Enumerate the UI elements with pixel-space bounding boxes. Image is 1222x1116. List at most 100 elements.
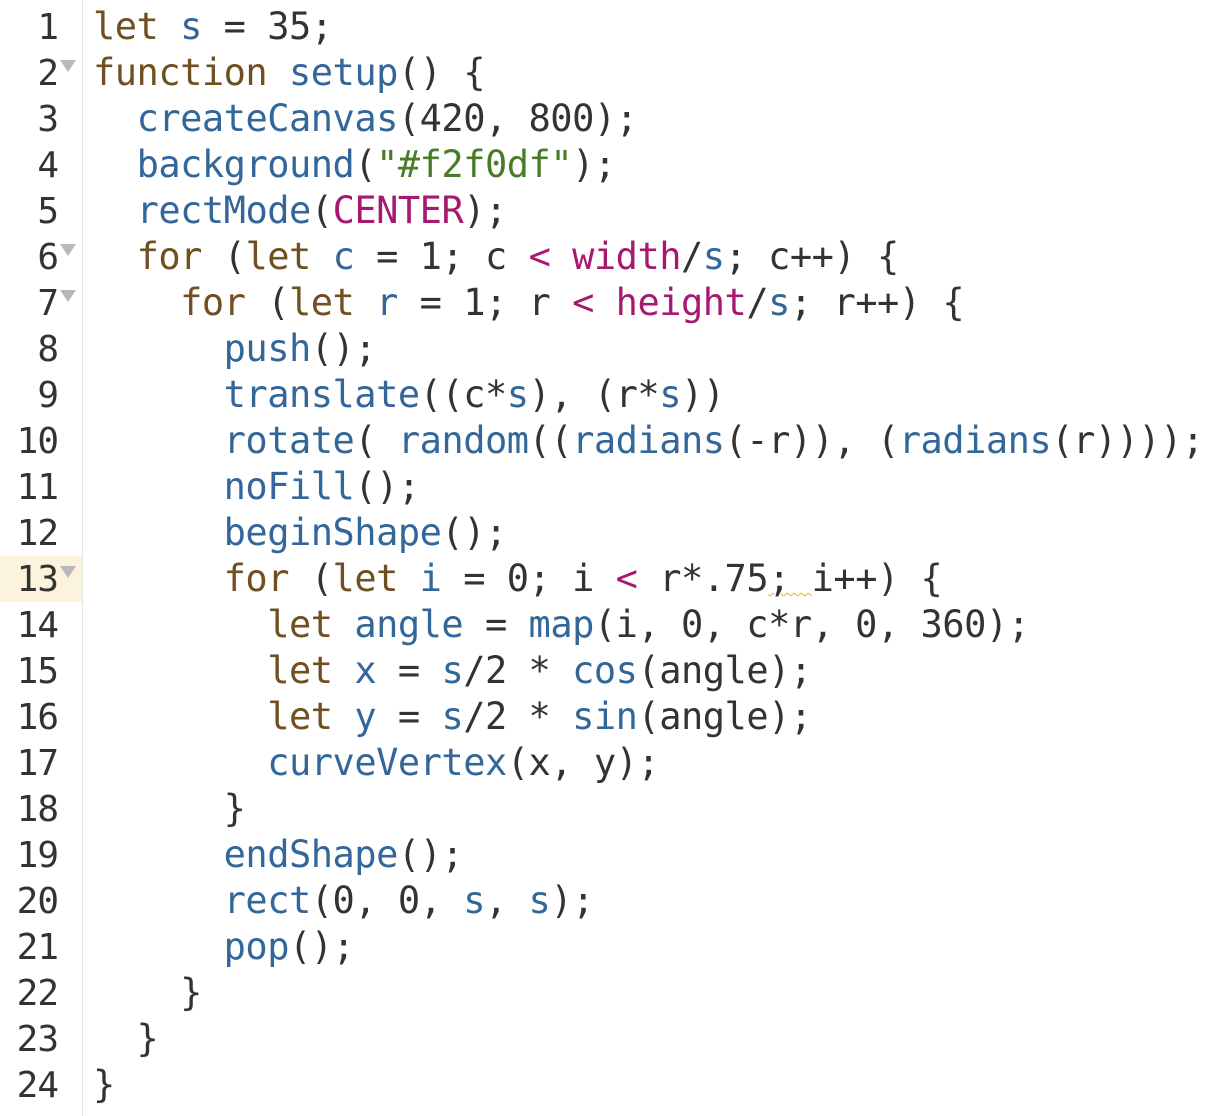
- code-line[interactable]: 3 createCanvas(420, 800);: [0, 96, 1222, 142]
- line-number: 18: [16, 789, 59, 830]
- code-line[interactable]: 21 pop();: [0, 924, 1222, 970]
- code-text[interactable]: for (let i = 0; i < r*.75; i++) {: [93, 556, 943, 602]
- line-number-cell: 16: [0, 694, 82, 740]
- code-token: noFill: [223, 465, 355, 508]
- code-token: /2 *: [463, 695, 573, 738]
- code-token: s: [463, 879, 485, 922]
- code-token: (: [245, 281, 289, 324]
- code-token: translate: [223, 373, 420, 416]
- code-text[interactable]: let y = s/2 * sin(angle);: [93, 694, 812, 740]
- code-line[interactable]: 6 for (let c = 1; c < width/s; c++) {: [0, 234, 1222, 280]
- code-text[interactable]: rect(0, 0, s, s);: [93, 878, 595, 924]
- code-line[interactable]: 22 }: [0, 970, 1222, 1016]
- code-token: let: [245, 235, 311, 278]
- code-text[interactable]: }: [93, 1062, 115, 1108]
- line-number: 1: [37, 7, 59, 48]
- code-token: width: [572, 235, 682, 278]
- code-token: map: [528, 603, 595, 646]
- line-number: 14: [16, 605, 59, 646]
- code-line[interactable]: 9 translate((c*s), (r*s)): [0, 372, 1222, 418]
- line-number: 21: [16, 927, 59, 968]
- line-number-cell: 20: [0, 878, 82, 924]
- code-token: ;: [768, 557, 812, 600]
- code-token: [93, 235, 137, 278]
- code-text[interactable]: noFill();: [93, 464, 420, 510]
- code-line[interactable]: 20 rect(0, 0, s, s);: [0, 878, 1222, 924]
- code-text[interactable]: let x = s/2 * cos(angle);: [93, 648, 812, 694]
- code-token: ((: [528, 419, 573, 462]
- code-token: [93, 511, 224, 554]
- code-line[interactable]: 10 rotate( random((radians(-r)), (radian…: [0, 418, 1222, 464]
- code-text[interactable]: function setup() {: [93, 50, 486, 96]
- code-line[interactable]: 18 }: [0, 786, 1222, 832]
- code-token: rotate: [223, 419, 355, 462]
- code-line[interactable]: 15 let x = s/2 * cos(angle);: [0, 648, 1222, 694]
- line-number: 13: [16, 559, 59, 600]
- fold-toggle-icon[interactable]: [60, 60, 76, 72]
- code-text[interactable]: for (let c = 1; c < width/s; c++) {: [93, 234, 900, 280]
- code-text[interactable]: }: [93, 786, 246, 832]
- code-token: (angle);: [637, 695, 812, 738]
- code-line[interactable]: 1 let s = 35;: [0, 4, 1222, 50]
- line-number: 20: [16, 881, 59, 922]
- code-text[interactable]: background("#f2f0df");: [93, 142, 617, 188]
- code-text[interactable]: translate((c*s), (r*s)): [93, 372, 725, 418]
- line-number-cell: 17: [0, 740, 82, 786]
- code-line[interactable]: 19 endShape();: [0, 832, 1222, 878]
- code-token: }: [93, 1017, 159, 1060]
- fold-toggle-icon[interactable]: [60, 290, 76, 302]
- code-token: height: [615, 281, 747, 324]
- code-line[interactable]: 12 beginShape();: [0, 510, 1222, 556]
- code-line[interactable]: 13 for (let i = 0; i < r*.75; i++) {: [0, 556, 1222, 602]
- code-text[interactable]: rectMode(CENTER);: [93, 188, 508, 234]
- code-text[interactable]: endShape();: [93, 832, 464, 878]
- code-token: let: [267, 603, 333, 646]
- code-line[interactable]: 17 curveVertex(x, y);: [0, 740, 1222, 786]
- code-text[interactable]: }: [93, 970, 202, 1016]
- code-line[interactable]: 14 let angle = map(i, 0, c*r, 0, 360);: [0, 602, 1222, 648]
- code-token: (: [354, 143, 377, 186]
- code-text[interactable]: let angle = map(i, 0, c*r, 0, 360);: [93, 602, 1030, 648]
- code-token: (: [310, 189, 333, 232]
- code-text[interactable]: rotate( random((radians(-r)), (radians(r…: [93, 418, 1204, 464]
- code-token: /2 *: [463, 649, 573, 692]
- code-token: random: [397, 419, 529, 462]
- code-text[interactable]: createCanvas(420, 800);: [93, 96, 638, 142]
- line-number: 7: [37, 283, 59, 324]
- code-line[interactable]: 7 for (let r = 1; r < height/s; r++) {: [0, 280, 1222, 326]
- code-text[interactable]: }: [93, 1016, 159, 1062]
- code-line[interactable]: 11 noFill();: [0, 464, 1222, 510]
- code-line[interactable]: 5 rectMode(CENTER);: [0, 188, 1222, 234]
- code-token: sin: [572, 695, 638, 738]
- fold-toggle-icon[interactable]: [60, 566, 76, 578]
- code-line[interactable]: 23 }: [0, 1016, 1222, 1062]
- fold-toggle-icon[interactable]: [60, 244, 76, 256]
- code-text[interactable]: push();: [93, 326, 377, 372]
- code-token: (x, y);: [506, 741, 660, 784]
- code-line[interactable]: 16 let y = s/2 * sin(angle);: [0, 694, 1222, 740]
- code-text[interactable]: curveVertex(x, y);: [93, 740, 659, 786]
- line-number-cell: 19: [0, 832, 82, 878]
- code-token: ();: [354, 465, 420, 508]
- code-token: s: [506, 373, 529, 416]
- line-number-cell: 1: [0, 4, 82, 50]
- line-number: 9: [37, 375, 59, 416]
- code-text[interactable]: pop();: [93, 924, 355, 970]
- code-line[interactable]: 8 push();: [0, 326, 1222, 372]
- code-line[interactable]: 4 background("#f2f0df");: [0, 142, 1222, 188]
- code-text[interactable]: for (let r = 1; r < height/s; r++) {: [93, 280, 965, 326]
- code-text[interactable]: beginShape();: [93, 510, 508, 556]
- code-token: s: [659, 373, 681, 416]
- code-token: /: [746, 281, 769, 324]
- code-token: ((c*: [419, 373, 508, 416]
- line-number: 10: [16, 421, 59, 462]
- code-token: [93, 419, 224, 462]
- code-text[interactable]: let s = 35;: [93, 4, 333, 50]
- code-token: angle: [354, 603, 464, 646]
- code-token: }: [93, 1063, 115, 1106]
- line-number: 3: [37, 99, 59, 140]
- code-token: [93, 833, 224, 876]
- code-line[interactable]: 24}: [0, 1062, 1222, 1108]
